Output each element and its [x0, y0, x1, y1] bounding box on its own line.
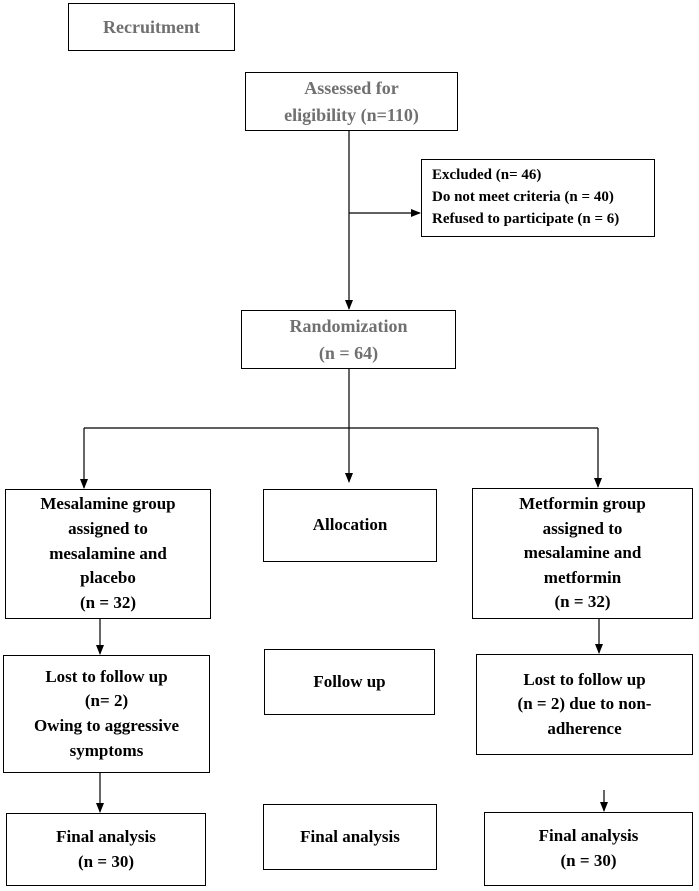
assessed-box: Assessed for eligibility (n=110) — [245, 72, 458, 131]
followup-stage-label: Follow up — [313, 671, 386, 691]
allocation-stage-label: Allocation — [312, 515, 388, 535]
recruitment-box: Recruitment — [68, 3, 235, 51]
final-analysis-stage-box: Final analysis — [263, 804, 437, 870]
mesalamine-allocation-line-3: mesalamine and — [49, 543, 167, 563]
mesalamine-followup-box: Lost to follow up (n= 2) Owing to aggres… — [3, 655, 210, 773]
mesalamine-allocation-box: Mesalamine group assigned to mesalamine … — [5, 489, 211, 619]
excluded-line-1: Excluded (n= 46) — [432, 167, 542, 184]
metformin-followup-box: Lost to follow up (n = 2) due to non- ad… — [476, 654, 693, 755]
mesalamine-allocation-line-2: assigned to — [68, 519, 148, 539]
metformin-allocation-line-1: Metformin group — [519, 493, 646, 513]
metformin-allocation-line-2: assigned to — [542, 518, 623, 538]
recruitment-label: Recruitment — [103, 16, 200, 37]
mesalamine-followup-line-2: (n= 2) — [84, 691, 129, 711]
mesalamine-allocation-line-4: placebo — [80, 568, 136, 588]
assessed-line-1: Assessed for — [304, 78, 399, 99]
excluded-line-3: Refused to participate (n = 6) — [432, 210, 620, 227]
mesalamine-allocation-line-5: (n = 32) — [80, 592, 136, 612]
metformin-followup-line-2: (n = 2) due to non- — [517, 694, 652, 714]
metformin-allocation-box: Metformin group assigned to mesalamine a… — [472, 488, 693, 619]
metformin-followup-line-3: adherence — [547, 718, 622, 738]
metformin-final-line-2: (n = 30) — [560, 851, 617, 870]
randomization-box: Randomization (n = 64) — [241, 310, 456, 369]
metformin-final-box: Final analysis (n = 30) — [484, 812, 693, 886]
followup-stage-box: Follow up — [264, 649, 435, 715]
metformin-allocation-line-4: metformin — [543, 567, 622, 587]
excluded-box: Excluded (n= 46) Do not meet criteria (n… — [421, 159, 655, 237]
metformin-allocation-line-3: mesalamine and — [523, 543, 642, 563]
mesalamine-final-box: Final analysis (n = 30) — [6, 813, 206, 886]
mesalamine-followup-line-4: symptoms — [69, 740, 144, 760]
metformin-followup-line-1: Lost to follow up — [523, 669, 646, 689]
mesalamine-followup-line-3: Owing to aggressive — [33, 716, 180, 735]
metformin-allocation-line-5: (n = 32) — [554, 592, 611, 612]
randomization-line-2: (n = 64) — [318, 342, 379, 363]
mesalamine-followup-line-1: Lost to follow up — [45, 666, 168, 686]
mesalamine-final-line-1: Final analysis — [56, 826, 156, 846]
excluded-line-2: Do not meet criteria (n = 40) — [432, 189, 614, 206]
mesalamine-allocation-line-1: Mesalamine group — [40, 494, 176, 514]
final-analysis-stage-label: Final analysis — [300, 826, 400, 846]
mesalamine-final-line-2: (n = 30) — [78, 851, 134, 871]
allocation-stage-box: Allocation — [263, 489, 437, 562]
randomization-line-1: Randomization — [289, 316, 408, 337]
metformin-final-line-1: Final analysis — [538, 826, 639, 846]
assessed-line-2: eligibility (n=110) — [284, 104, 419, 125]
